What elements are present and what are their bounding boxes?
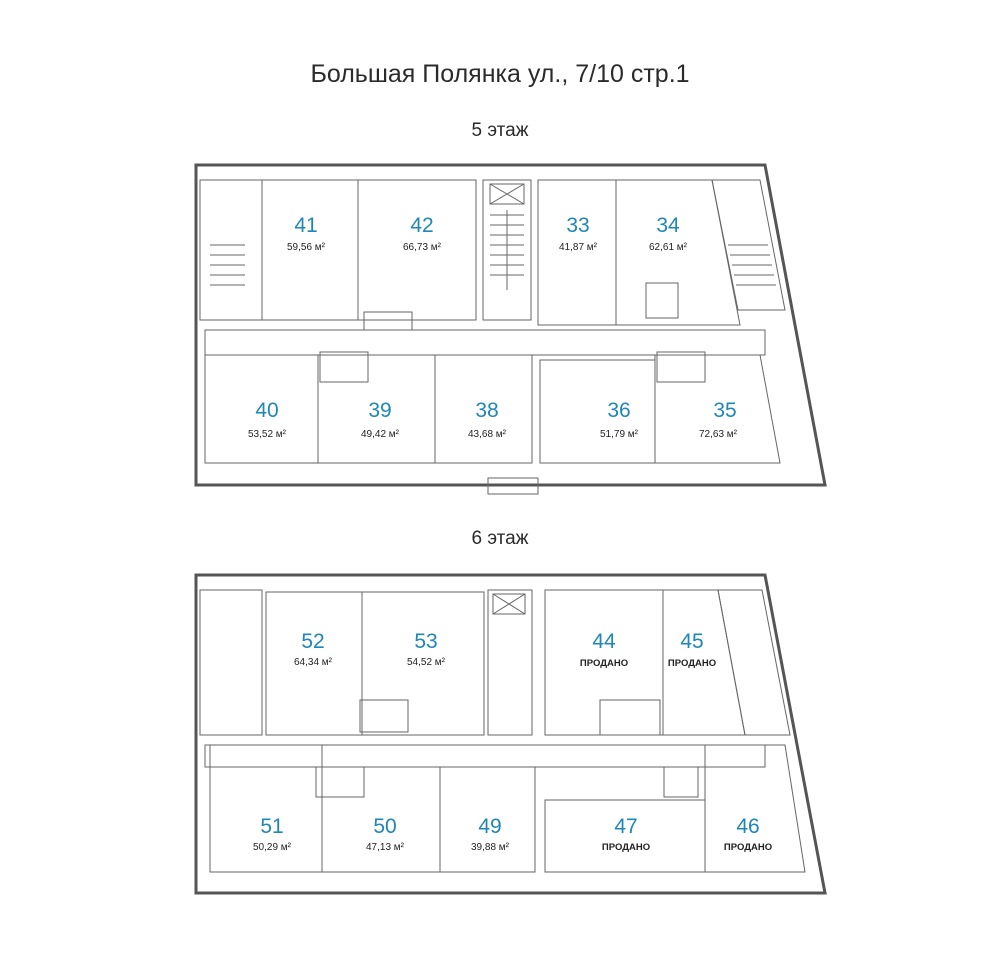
floor-5-label: 5 этаж <box>471 120 529 141</box>
wc-icon <box>599 699 661 736</box>
stair-steps-right-5 <box>728 244 776 286</box>
floor-6-label: 6 этаж <box>471 528 529 549</box>
room-number: 53 <box>414 630 437 653</box>
room-number: 49 <box>478 815 501 838</box>
room-45-label: 45 ПРОДАНО <box>668 630 716 669</box>
room-35-shape[interactable] <box>654 354 781 464</box>
room-number: 52 <box>301 630 324 653</box>
room-number: 33 <box>566 214 589 237</box>
floor-6-outline <box>194 573 827 895</box>
room-51-label: 51 50,29 м² <box>253 815 292 853</box>
floor-5-plan <box>194 163 827 495</box>
room-area: 39,88 м² <box>471 842 510 853</box>
staircase-right-5 <box>711 179 786 311</box>
room-number: 44 <box>592 630 616 653</box>
floor-5-outline <box>194 163 827 487</box>
room-34-shape[interactable] <box>615 179 741 326</box>
staircase-center-5 <box>482 179 532 321</box>
room-area: 72,63 м² <box>699 429 738 440</box>
room-area: 62,61 м² <box>649 242 688 253</box>
room-35-label: 35 72,63 м² <box>699 399 738 440</box>
elevator-6 <box>492 593 526 615</box>
room-39-label: 39 49,42 м² <box>361 399 400 440</box>
wc-icon <box>319 351 369 383</box>
room-area: 64,34 м² <box>294 657 333 668</box>
room-50-label: 50 47,13 м² <box>366 815 405 853</box>
sold-label: ПРОДАНО <box>724 842 772 853</box>
wc-icon <box>359 699 409 733</box>
room-area: 43,68 м² <box>468 429 507 440</box>
room-42-shape[interactable] <box>357 179 477 321</box>
sold-label: ПРОДАНО <box>602 842 650 853</box>
room-area: 47,13 м² <box>366 842 405 853</box>
room-47-label: 47 ПРОДАНО <box>602 815 650 853</box>
room-44-label: 44 ПРОДАНО <box>580 630 628 669</box>
room-number: 47 <box>614 815 637 838</box>
room-number: 41 <box>294 214 317 237</box>
room-area: 54,52 м² <box>407 657 446 668</box>
room-number: 34 <box>656 214 680 237</box>
room-area: 50,29 м² <box>253 842 292 853</box>
staircase-left-6 <box>199 589 263 736</box>
room-area: 66,73 м² <box>403 242 442 253</box>
room-41-label: 41 59,56 м² <box>287 214 326 253</box>
room-area: 41,87 м² <box>559 242 598 253</box>
room-53-shape[interactable] <box>361 591 485 736</box>
wc-icon <box>645 282 679 319</box>
room-53-label: 53 54,52 м² <box>407 630 446 668</box>
staircase-center-6 <box>487 589 533 736</box>
staircase-left-5 <box>199 179 263 321</box>
room-number: 36 <box>607 399 630 422</box>
room-34-label: 34 62,61 м² <box>649 214 688 253</box>
room-49-shape[interactable] <box>439 766 536 873</box>
room-33-label: 33 41,87 м² <box>559 214 598 253</box>
room-36-label: 36 51,79 м² <box>600 399 639 440</box>
balcony-5 <box>487 477 539 495</box>
room-number: 40 <box>255 399 278 422</box>
room-number: 46 <box>736 815 759 838</box>
room-46-label: 46 ПРОДАНО <box>724 815 772 853</box>
wc-icon <box>315 766 365 798</box>
room-number: 39 <box>368 399 391 422</box>
sold-label: ПРОДАНО <box>580 658 628 669</box>
sold-label: ПРОДАНО <box>668 658 716 669</box>
room-area: 51,79 м² <box>600 429 639 440</box>
room-49-label: 49 39,88 м² <box>471 815 510 853</box>
room-46-shape[interactable] <box>704 744 806 873</box>
room-number: 42 <box>410 214 433 237</box>
wc-icon <box>656 351 706 383</box>
room-52-label: 52 64,34 м² <box>294 630 333 668</box>
stair-steps-left-5 <box>210 244 245 286</box>
wc-icon <box>363 311 413 331</box>
room-area: 49,42 м² <box>361 429 400 440</box>
page-title: Большая Полянка ул., 7/10 стр.1 <box>310 60 690 88</box>
room-number: 51 <box>260 815 283 838</box>
room-38-shape[interactable] <box>434 354 533 464</box>
room-area: 53,52 м² <box>248 429 287 440</box>
room-number: 38 <box>475 399 498 422</box>
wc-icon <box>663 766 699 798</box>
room-42-label: 42 66,73 м² <box>403 214 442 253</box>
floor-6-plan <box>194 573 827 895</box>
staircase-right-6 <box>717 589 791 736</box>
room-40-label: 40 53,52 м² <box>248 399 287 440</box>
room-area: 59,56 м² <box>287 242 326 253</box>
elevator-5 <box>489 183 525 205</box>
room-number: 50 <box>373 815 396 838</box>
room-38-label: 38 43,68 м² <box>468 399 507 440</box>
room-number: 45 <box>680 630 703 653</box>
stair-steps-center-5 <box>490 210 524 290</box>
room-number: 35 <box>713 399 736 422</box>
